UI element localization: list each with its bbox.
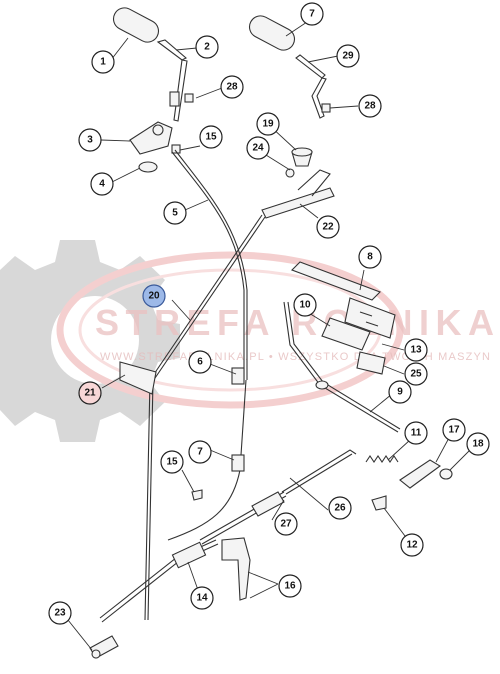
svg-text:21: 21 [84,388,96,399]
spring-11 [365,455,399,463]
callout-5: 5 [163,201,187,225]
svg-text:7: 7 [197,447,203,458]
svg-text:20: 20 [148,291,160,302]
svg-text:22: 22 [322,222,334,233]
svg-text:29: 29 [342,51,354,62]
callout-20-highlighted: 20 [142,284,166,308]
lever-handle-left [112,7,160,43]
watermark-tagline: WWW.STREFAROLNIKA.PL • WSZYSTKO DLA TWOI… [100,351,490,363]
svg-text:15: 15 [166,457,178,468]
lever-arm-left [156,39,188,122]
rod-14 [99,539,219,623]
pedal-22 [261,169,335,219]
svg-text:17: 17 [448,425,460,436]
clip-28-right [321,103,331,113]
svg-text:2: 2 [204,42,210,53]
pedal-bracket-8 [291,261,396,339]
callout-9: 9 [388,380,412,404]
svg-text:4: 4 [99,179,105,190]
callout-4: 4 [90,172,114,196]
callout-23: 23 [48,601,72,625]
callout-7: 7 [188,440,212,464]
clip-15-mid [191,489,203,501]
callout-28-right: 28 [358,94,382,118]
callout-19: 19 [256,112,280,136]
svg-text:27: 27 [280,519,292,530]
svg-text:8: 8 [367,252,373,263]
callout-15-top: 15 [199,125,223,149]
washer-18 [439,468,453,480]
svg-text:24: 24 [252,143,264,154]
sleeve-27 [251,491,285,517]
callout-25: 25 [404,362,428,386]
callout-29: 29 [336,44,360,68]
clip-15-top [171,144,181,154]
bracket-21 [119,361,157,395]
callout-12: 12 [400,533,424,557]
svg-text:14: 14 [196,593,208,604]
callout-8: 8 [358,245,382,269]
callout-10: 10 [293,293,317,317]
clip-12 [371,495,387,511]
fitting-23 [89,635,119,659]
callout-26: 26 [328,496,352,520]
svg-text:16: 16 [284,581,296,592]
svg-text:26: 26 [334,503,346,514]
clip-28-left [184,93,194,103]
pin-24 [285,168,295,178]
callout-11: 11 [404,421,428,445]
svg-text:25: 25 [410,369,422,380]
svg-text:9: 9 [397,387,403,398]
callout-18: 18 [466,432,490,456]
rod-9 [283,301,401,433]
callout-1: 1 [91,50,115,74]
svg-text:6: 6 [197,357,203,368]
lever-bracket-left [129,121,173,155]
svg-text:19: 19 [262,119,274,130]
callout-16: 16 [278,574,302,598]
svg-text:18: 18 [472,439,484,450]
cable-7 [167,379,247,541]
callout-2: 2 [195,35,219,59]
callout-27: 27 [274,512,298,536]
svg-text:12: 12 [406,540,418,551]
block-25 [356,351,386,375]
callout-17: 17 [442,418,466,442]
cable-5 [171,151,245,380]
svg-text:13: 13 [410,345,422,356]
callout-13: 13 [404,338,428,362]
svg-text:11: 11 [411,428,422,439]
svg-text:10: 10 [299,300,311,311]
washer-4 [138,161,158,173]
svg-text:23: 23 [54,608,66,619]
callout-15-mid: 15 [160,450,184,474]
callout-22: 22 [316,215,340,239]
plate-10 [321,317,371,351]
callout-3: 3 [78,128,102,152]
callout-28-left: 28 [220,75,244,99]
svg-text:1: 1 [100,57,106,68]
svg-text:28: 28 [226,82,238,93]
svg-text:3: 3 [87,135,93,146]
lever-arm-right [295,54,327,119]
svg-text:28: 28 [364,101,376,112]
callout-24: 24 [246,136,270,160]
lever-handle-right [248,15,296,51]
callout-21: 21 [78,381,102,405]
leader-lines [67,19,471,651]
svg-text:7: 7 [309,9,315,20]
bracket-16 [221,537,251,601]
callout-6: 6 [188,350,212,374]
callout-14: 14 [190,586,214,610]
svg-text:5: 5 [172,208,178,219]
svg-text:15: 15 [205,132,217,143]
callout-7-top: 7 [300,2,324,26]
arm-17 [399,459,441,489]
